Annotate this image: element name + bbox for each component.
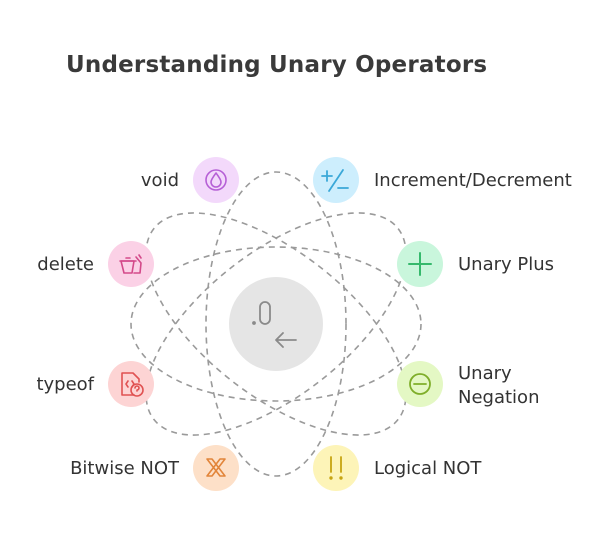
diagram-title: Understanding Unary Operators: [66, 52, 488, 78]
label-unary-negation: Unary Negation: [458, 362, 539, 410]
label-bitwise-not: Bitwise NOT: [70, 458, 179, 479]
orbit-diagonal-b: [145, 212, 407, 436]
node-bitwise-not[interactable]: [193, 445, 239, 491]
node-unary-negation[interactable]: [397, 361, 443, 407]
double-exclamation-icon: [329, 456, 343, 480]
label-logical-not: Logical NOT: [374, 458, 482, 479]
label-unary-plus: Unary Plus: [458, 254, 555, 275]
label-unary-negation-line2: Negation: [458, 387, 540, 408]
label-void: void: [140, 170, 179, 191]
plus-icon: [408, 252, 432, 276]
label-delete: delete: [37, 254, 94, 275]
label-typeof: typeof: [36, 374, 94, 395]
node-logical-not[interactable]: [313, 445, 359, 491]
node-unary-plus[interactable]: [397, 241, 443, 287]
node-increment-decrement[interactable]: [313, 157, 359, 203]
plus-minus-icon: [321, 169, 349, 192]
trash-icon: [119, 254, 142, 274]
orbit-horizontal: [130, 246, 422, 402]
zero-with-left-arrow-icon: [252, 301, 297, 348]
node-typeof[interactable]: [108, 361, 154, 407]
orbit-vertical: [205, 171, 347, 477]
droplet-icon: [205, 169, 227, 191]
node-delete[interactable]: [108, 241, 154, 287]
minus-circle-icon: [409, 373, 431, 395]
node-void[interactable]: [193, 157, 239, 203]
unlink-icon: [206, 458, 226, 477]
center-circle: [229, 277, 323, 371]
orbit-diagonal-a: [145, 212, 407, 436]
file-code-question-icon: [121, 372, 144, 397]
label-increment-decrement: Increment/Decrement: [374, 170, 572, 191]
center-hub: [229, 277, 323, 371]
orbit-paths: [130, 171, 422, 477]
label-unary-negation-line1: Unary: [458, 363, 512, 384]
